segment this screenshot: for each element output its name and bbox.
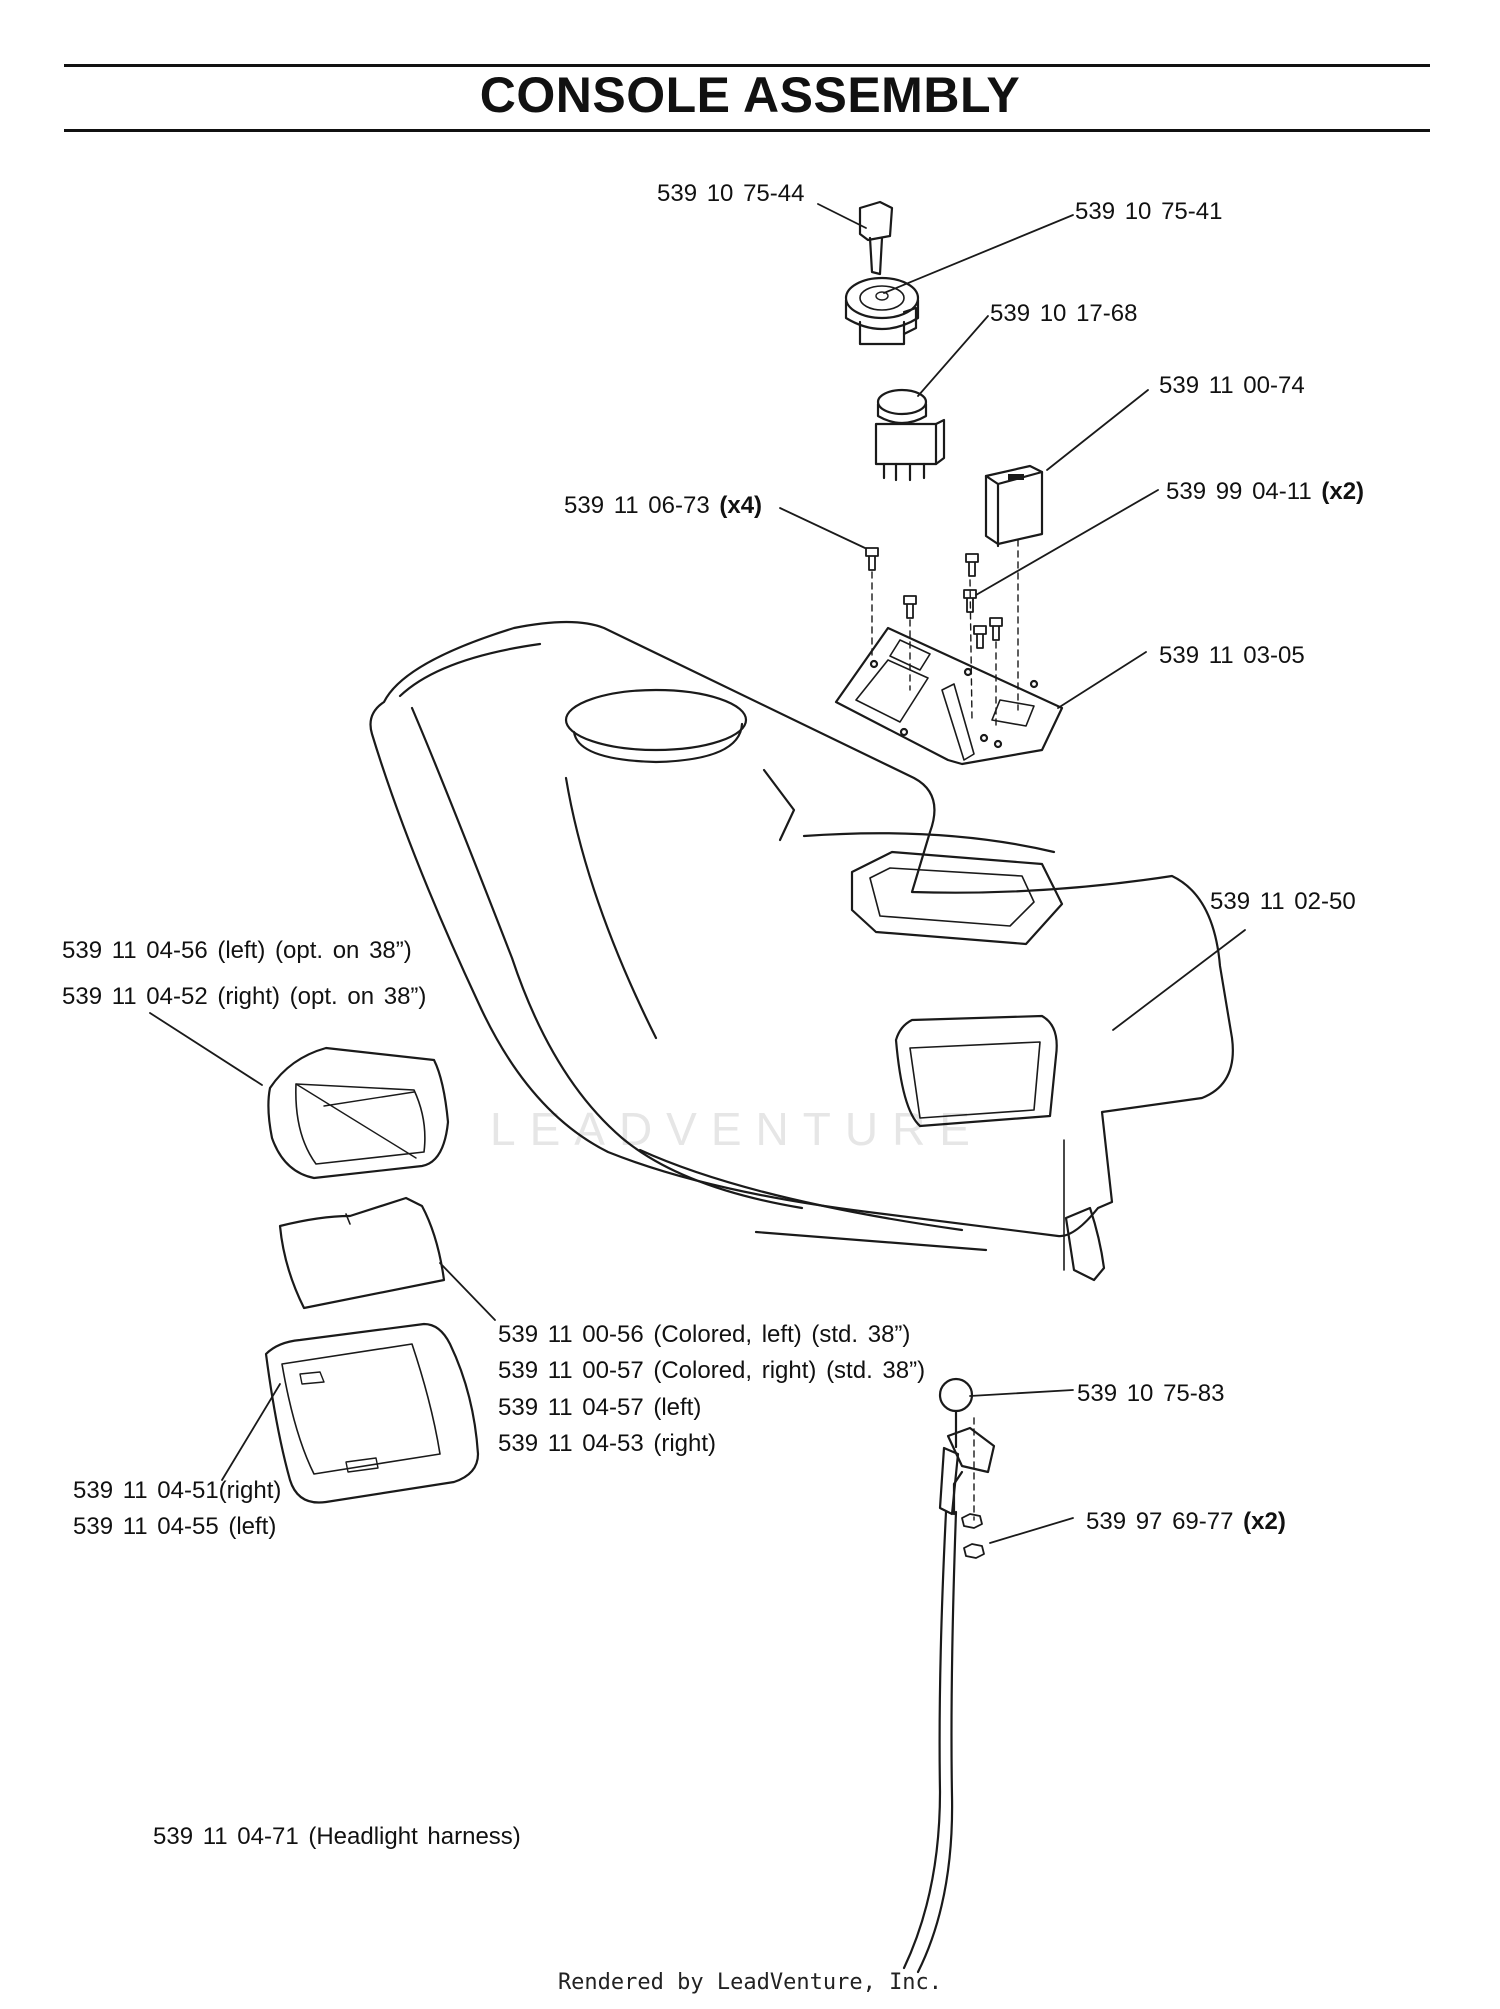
key-part xyxy=(858,200,894,276)
title-rule-bottom xyxy=(64,129,1430,132)
callout-headlight-harness: 539 11 04-71 (Headlight harness) xyxy=(153,1823,521,1850)
callout-headlight-right-opt: 539 11 04-52 (right) (opt. on 38”) xyxy=(62,983,427,1010)
console-body-part xyxy=(369,620,1234,1282)
hour-meter-part xyxy=(984,464,1044,548)
callout-bezel-right: 539 11 04-51(right) xyxy=(73,1477,282,1504)
callout-console-body: 539 11 02-50 xyxy=(1210,888,1356,915)
pto-switch-part xyxy=(874,388,946,482)
headlight-harness-part xyxy=(902,1510,958,1974)
callout-mounting-plate: 539 11 03-05 xyxy=(1159,642,1305,669)
light-switch-part xyxy=(938,1377,996,1516)
headlight-lens-part xyxy=(267,1046,450,1180)
mounting-plate-part xyxy=(834,626,1064,766)
headlight-bezel-part xyxy=(264,1322,480,1504)
assembly-dashes xyxy=(871,539,1019,1521)
callout-screws-x2: 539 99 04-11 (x2) xyxy=(1166,478,1365,505)
callout-nuts-x2: 539 97 69-77 (x2) xyxy=(1086,1508,1286,1535)
page-title: CONSOLE ASSEMBLY xyxy=(479,67,1021,123)
callout-cover-left: 539 11 04-57 (left) xyxy=(498,1394,702,1421)
callout-bezel-left: 539 11 04-55 (left) xyxy=(73,1513,277,1540)
ignition-switch-part xyxy=(844,276,920,346)
callout-cover-colored-right: 539 11 00-57 (Colored, right) (std. 38”) xyxy=(498,1357,926,1384)
headlight-cover-part xyxy=(278,1196,446,1310)
callout-light-switch-knob: 539 10 75-83 xyxy=(1077,1380,1225,1407)
footer-credit: Rendered by LeadVenture, Inc. xyxy=(557,1970,943,1995)
callout-key: 539 10 75-44 xyxy=(657,180,805,207)
callout-cover-colored-left: 539 11 00-56 (Colored, left) (std. 38”) xyxy=(498,1321,911,1348)
title-rule-top xyxy=(64,64,1430,67)
screws xyxy=(865,547,1003,649)
callout-ignition-switch: 539 10 75-41 xyxy=(1075,198,1223,225)
callout-headlight-left-opt: 539 11 04-56 (left) (opt. on 38”) xyxy=(62,937,412,964)
callout-cover-right: 539 11 04-53 (right) xyxy=(498,1430,717,1457)
leader-lines xyxy=(149,203,1246,1544)
callout-pto-switch: 539 10 17-68 xyxy=(990,300,1138,327)
nuts xyxy=(961,1513,985,1559)
callout-hour-meter: 539 11 00-74 xyxy=(1159,372,1305,399)
callout-screws-x4: 539 11 06-73 (x4) xyxy=(564,492,763,519)
